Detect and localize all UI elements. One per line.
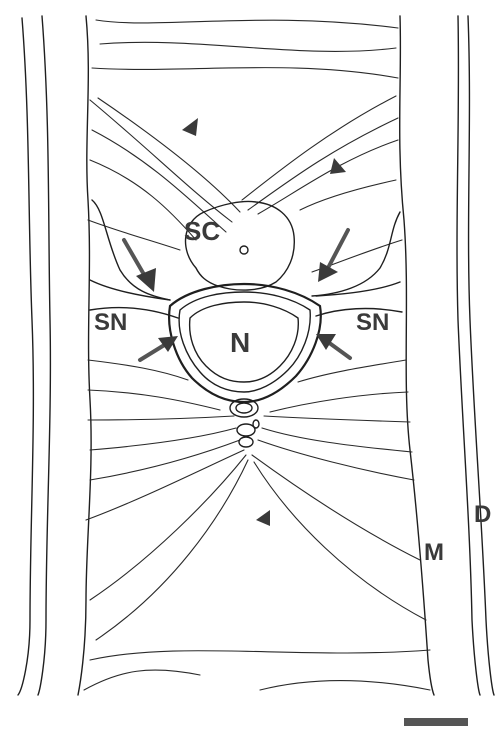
arrowhead-upper-left — [182, 118, 198, 136]
label-d: D — [474, 501, 491, 528]
arrowhead-lower — [256, 510, 270, 526]
label-sn-left: SN — [94, 309, 127, 336]
label-n: N — [230, 327, 250, 358]
label-sn-right: SN — [356, 309, 389, 336]
ventral-vessels — [230, 399, 259, 447]
arrow-left-lower — [140, 336, 178, 360]
right-boundary — [457, 16, 494, 695]
right-inner-boundary — [400, 16, 434, 695]
scale-bar — [404, 718, 468, 726]
arrow-right-upper — [318, 230, 348, 282]
label-m: M — [424, 539, 444, 566]
fiber-lines — [84, 20, 430, 690]
left-boundary — [18, 16, 50, 695]
arrow-left-upper — [124, 240, 156, 292]
label-sc: SC — [184, 216, 220, 246]
arrowhead-upper-right — [330, 158, 346, 174]
left-inner-boundary — [78, 16, 91, 695]
arrow-right-lower — [316, 334, 350, 358]
